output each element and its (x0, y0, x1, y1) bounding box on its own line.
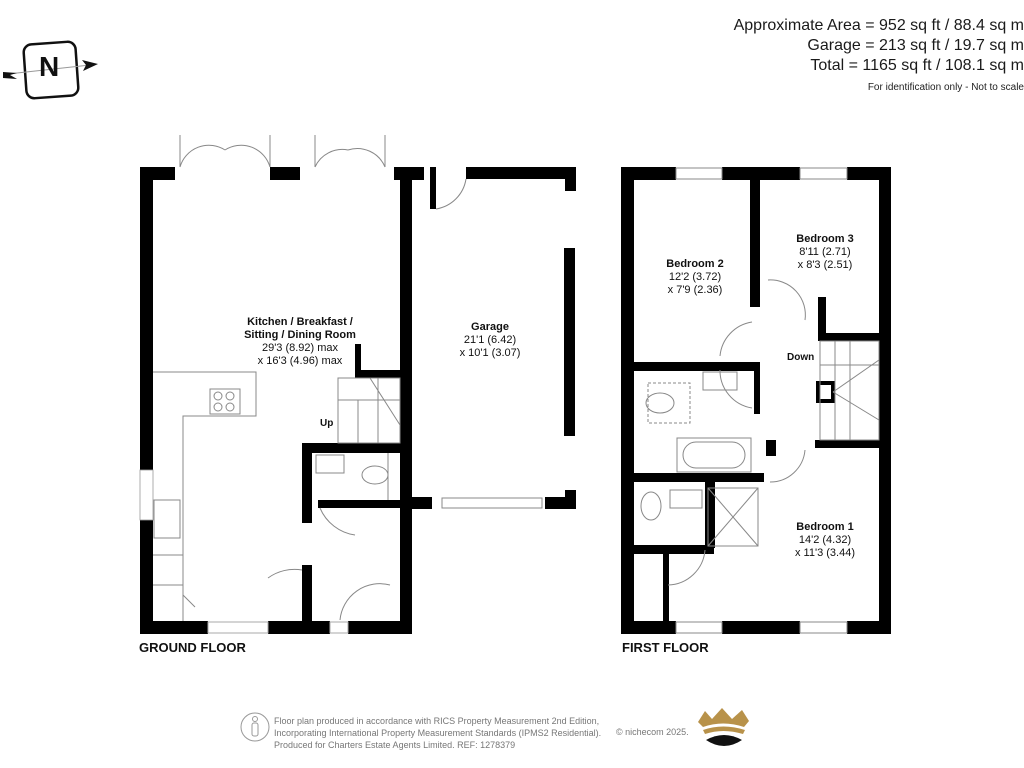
area-summary: Approximate Area = 952 sq ft / 88.4 sq m… (724, 16, 1024, 95)
ground-floor-label: GROUND FLOOR (139, 640, 246, 655)
room-label-kitchen: Kitchen / Breakfast / Sitting / Dining R… (200, 316, 400, 368)
room-dim-2: x 16'3 (4.96) max (257, 355, 343, 367)
garage-plan (412, 167, 576, 509)
room-name: Bedroom 3 (796, 233, 854, 245)
room-label-bedroom-3: Bedroom 3 8'11 (2.71) x 8'3 (2.51) (770, 233, 880, 272)
total-area: Total = 1165 sq ft / 108.1 sq m (810, 57, 1024, 74)
stairs-down-label: Down (787, 352, 815, 363)
ground-floor-plan (139, 167, 424, 634)
room-name: Garage (471, 321, 509, 333)
room-dim-1: 8'11 (2.71) (799, 246, 851, 258)
room-dim-2: x 7'9 (2.36) (667, 284, 723, 296)
first-floor-label: FIRST FLOOR (622, 640, 709, 655)
footer-line-3: Produced for Charters Estate Agents Limi… (274, 740, 516, 750)
room-name: Bedroom 1 (796, 521, 854, 533)
stairs-up-label: Up (320, 418, 334, 429)
footer-line-2: Incorporating International Property Mea… (274, 728, 602, 738)
room-dim-1: 21'1 (6.42) (463, 334, 517, 346)
room-dim-2: x 10'1 (3.07) (459, 347, 521, 359)
footer-disclaimer: Floor plan produced in accordance with R… (274, 715, 704, 751)
room-dim-1: 14'2 (4.32) (798, 534, 852, 546)
room-name-2: Sitting / Dining Room (244, 329, 356, 341)
room-label-bedroom-1: Bedroom 1 14'2 (4.32) x 11'3 (3.44) (770, 521, 880, 560)
compass-letter: N (39, 51, 60, 82)
room-label-garage: Garage 21'1 (6.42) x 10'1 (3.07) (440, 321, 540, 360)
garage-area: Garage = 213 sq ft / 19.7 sq m (807, 37, 1024, 54)
copyright-text: © nichecom 2025. (616, 727, 689, 737)
approximate-area: Approximate Area = 952 sq ft / 88.4 sq m (733, 17, 1024, 34)
room-dim-2: x 11'3 (3.44) (795, 547, 855, 559)
footer-line-1: Floor plan produced in accordance with R… (274, 716, 600, 726)
room-dim-1: 12'2 (3.72) (668, 271, 722, 283)
room-label-bedroom-2: Bedroom 2 12'2 (3.72) x 7'9 (2.36) (640, 258, 750, 297)
north-arrow-icon (3, 40, 98, 100)
scale-note: For identification only - Not to scale (867, 82, 1024, 93)
room-dim-2: x 8'3 (2.51) (797, 259, 853, 271)
room-name: Bedroom 2 (666, 258, 724, 270)
room-name: Kitchen / Breakfast / (247, 316, 353, 328)
room-dim-1: 29'3 (8.92) max (261, 342, 339, 354)
